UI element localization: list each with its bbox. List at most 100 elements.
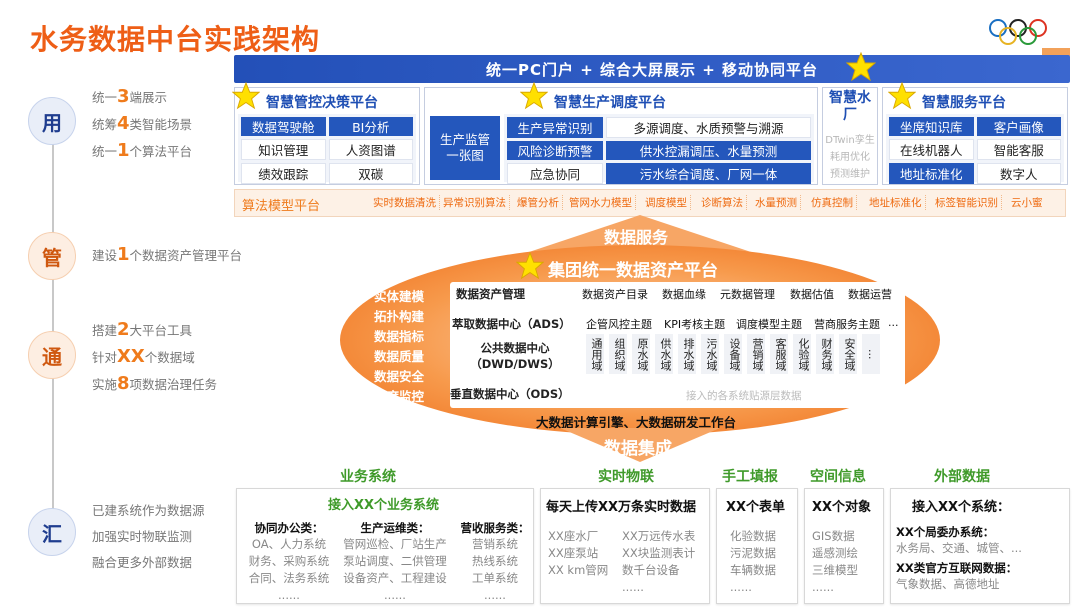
stage-connect-text: 搭建2大平台工具 针对XX个数据域 实施8项数据治理任务 [92,319,218,394]
decision-grid: 数据驾驶舱 BI分析 知识管理 人资图谱 绩效跟踪 双碳 [238,114,416,184]
ads-item: 调度模型主题 [736,318,802,331]
business-title: 接入XX个业务系统 [328,498,440,513]
mgmt-item: 数据估值 [790,288,834,301]
dwd-domain: 客服域 [770,334,788,374]
spatial-title: XX个对象 [812,500,872,515]
mgmt-item: 元数据管理 [720,288,775,301]
dwd-domain: 设备域 [724,334,742,374]
page-title: 水务数据中台实践架构 [30,23,321,56]
algo-tag: 水量预测 [752,195,801,210]
dwd-domain: 财务域 [816,334,834,374]
decision-cell[interactable]: 人资图谱 [328,139,413,160]
stage-use-circle: 用 [28,97,76,145]
dwd-domain: 排水域 [678,334,696,374]
service-cell[interactable]: 数字人 [976,163,1061,184]
production-map[interactable]: 生产监管一张图 [430,116,500,180]
external-sub-2: XX类官方互联网数据： [896,561,1018,575]
ads-label: 萃取数据中心（ADS） [452,317,571,331]
business-col: 营收服务类： 营销系统热线系统工单系统...... [460,521,530,602]
asset-platform-title: 集团统一数据资产平台 [548,261,718,281]
portal-bar: 统一PC门户 + 综合大屏展示 + 移动协同平台 [234,55,1070,83]
engine-label: 大数据计算引擎、大数据研发工作台 [536,415,737,430]
algo-tag: 调度模型 [642,195,691,210]
star-icon [520,82,548,110]
algo-label: 算法模型平台 [242,199,321,214]
decision-title: 智慧管控决策平台 [266,95,378,111]
ads-item: KPI考核主题 [664,318,726,331]
dwd-label: 公共数据中心（DWD/DWS） [470,341,560,371]
production-cell[interactable]: 应急协同 [507,163,603,184]
manual-box [716,488,798,604]
algo-tag: 诊断算法 [698,195,747,210]
algo-tag: 标签智能识别 [932,195,1002,210]
asset-left-item: 实体建模 [374,289,425,304]
star-icon [516,252,544,280]
external-list-2: 气象数据、高德地址 [896,577,1000,591]
data-ingest-label: 数据集成 [604,439,672,459]
external-list-1: 水务局、交通、城管、... [896,541,1022,555]
data-ingest-arrow [560,428,720,462]
dwd-domain: 组织域 [609,334,627,374]
algo-tag: 实时数据清洗 [370,195,440,210]
manual-list: 化验数据污泥数据车辆数据...... [730,529,776,594]
business-systems-box [236,488,534,604]
olympic-rings-logo [989,19,1070,56]
source-head-spatial: 空间信息 [810,469,866,485]
spatial-box [804,488,884,604]
asset-left-item: 数据安全 [374,369,425,384]
dwd-domain: 通用域 [586,334,604,374]
dwd-domain: 原水域 [632,334,650,374]
service-title: 智慧服务平台 [922,95,1006,111]
plant-title: 智慧水厂 [829,90,871,123]
external-box [890,488,1070,604]
dwd-domain: ... [862,334,880,374]
spatial-list: GIS数据遥感测绘三维模型...... [812,529,858,594]
algo-tag: 管网水力模型 [566,195,636,210]
star-icon [846,52,876,82]
decision-cell[interactable]: 知识管理 [241,139,326,160]
decision-cell[interactable]: 双碳 [328,163,413,184]
decision-cell[interactable]: BI分析 [328,117,413,136]
external-title: 接入XX个系统： [912,500,1011,515]
ods-note: 接入的各系统贴源层数据 [686,390,802,402]
production-cell[interactable]: 多源调度、水质预警与溯源 [606,117,811,138]
stage-connect-circle: 通 [28,331,76,379]
production-cell[interactable]: 污水综合调度、厂网一体 [606,163,811,184]
source-head-external: 外部数据 [934,469,990,485]
dwd-domain: 化验域 [793,334,811,374]
data-service-label: 数据服务 [604,228,669,247]
algo-platform [234,189,1066,217]
dwd-domain: 污水域 [701,334,719,374]
service-cell[interactable]: 地址标准化 [889,163,974,184]
decision-cell[interactable]: 绩效跟踪 [241,163,326,184]
service-cell[interactable]: 在线机器人 [889,139,974,160]
asset-left-item: 数据质量 [374,349,425,364]
mgmt-label: 数据资产管理 [456,287,525,301]
stage-manage-text: 建设1个数据资产管理平台 [92,244,243,265]
timeline-line [52,120,54,540]
service-cell[interactable]: 坐席知识库 [889,117,974,136]
manual-title: XX个表单 [726,500,786,515]
service-cell[interactable]: 客户画像 [976,117,1061,136]
star-icon [888,82,916,110]
dwd-domain: 营销域 [747,334,765,374]
mgmt-item: 数据运营 [848,288,892,301]
production-cell[interactable]: 生产异常识别 [507,117,603,138]
production-grid: 生产异常识别 多源调度、水质预警与溯源 风险诊断预警 供水控漏调压、水量预测 应… [504,114,814,184]
algo-tag: 地址标准化 [866,195,926,210]
mgmt-item: 数据血缘 [662,288,706,301]
service-cell[interactable]: 智能客服 [976,139,1061,160]
stage-collect-text: 已建系统作为数据源 加强实时物联监测 融合更多外部数据 [92,503,205,570]
asset-left-item: 调度监控 [374,389,425,404]
ads-item: 营商服务主题 [814,318,880,331]
production-title: 智慧生产调度平台 [554,95,666,111]
asset-left-item: 数据指标 [374,329,425,344]
stage-collect-circle: 汇 [28,508,76,556]
decision-cell[interactable]: 数据驾驶舱 [241,117,326,136]
production-cell[interactable]: 风险诊断预警 [507,141,603,160]
production-cell[interactable]: 供水控漏调压、水量预测 [606,141,811,160]
ods-label: 垂直数据中心（ODS） [450,387,570,401]
source-head-iot: 实时物联 [598,469,654,485]
